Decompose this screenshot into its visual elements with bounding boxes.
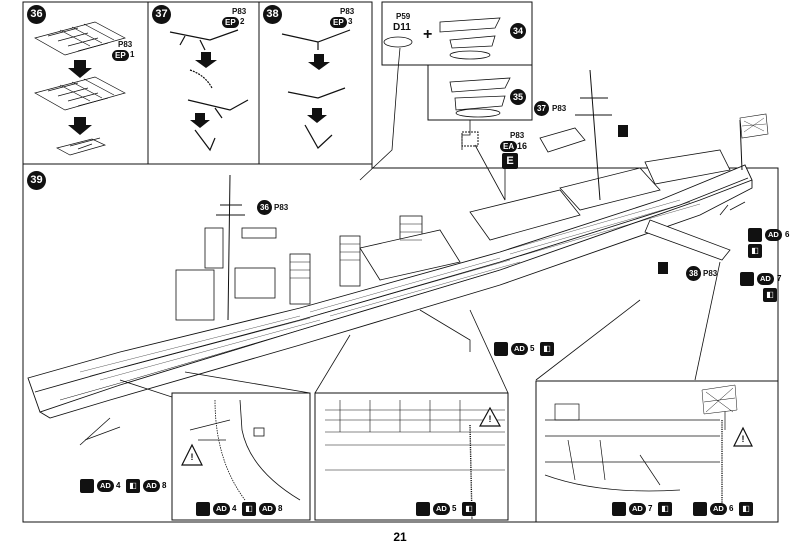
paint-det3a-ad: AD <box>629 503 646 515</box>
paint-bow1-ad2: AD <box>143 480 160 492</box>
seaplane-drawing <box>383 17 511 118</box>
step-39-number: 39 <box>27 171 46 190</box>
paint-bow1-tone: ◧ <box>126 479 140 493</box>
paint-bow2-num2: 8 <box>278 504 283 513</box>
paint-bow2-ad2: AD <box>259 503 276 515</box>
paint-hull-a-tone: ◧ <box>748 244 762 258</box>
warning-icon: ! <box>190 452 194 462</box>
plane-leaders <box>359 47 506 201</box>
paint-det3b-ad: AD <box>710 503 727 515</box>
paint-mid-ad: AD <box>511 343 528 355</box>
callout-36-ref: P83 <box>274 203 289 212</box>
ensign-flag <box>739 113 769 139</box>
step39-frame <box>22 163 779 523</box>
stack-bands <box>290 223 422 279</box>
callout-36-number: 36 <box>257 200 272 215</box>
warning-icon: ! <box>488 414 492 424</box>
paint-det3a-tone: ◧ <box>658 502 672 516</box>
plane-callout-34: 34 <box>510 23 526 39</box>
step36-qty: 1 <box>130 50 135 59</box>
paint-bow1-num2: 8 <box>162 481 167 490</box>
hull-fittings <box>419 201 746 352</box>
paint-bow2-ad: AD <box>213 503 230 515</box>
step38-page-ref: P83 <box>340 7 355 16</box>
step37-page-ref: P83 <box>232 7 247 16</box>
step37-arrows <box>190 52 217 128</box>
part-e-ea: EA <box>500 141 518 152</box>
detail2-hull <box>325 400 505 521</box>
crane-part <box>241 127 586 239</box>
paint-det3a-tag <box>612 502 626 516</box>
step38-qty: 3 <box>348 17 353 26</box>
paint-hull-a-num: 6 <box>785 230 790 239</box>
warning-icon: ! <box>741 434 745 444</box>
paint-hull-b-tag <box>740 272 754 286</box>
step-38-number: 38 <box>263 5 282 24</box>
plane-part-d11: D11 <box>393 22 411 33</box>
paint-hull-b-tone: ◧ <box>763 288 777 302</box>
step-37-number: 37 <box>152 5 171 24</box>
plane-page-ref: P59 <box>396 12 411 21</box>
step36-page-ref: P83 <box>118 40 133 49</box>
callout-38-number: 38 <box>686 266 701 281</box>
glue-icons <box>618 125 668 274</box>
plus-sign: + <box>423 26 433 43</box>
plane-callout-35: 35 <box>510 89 526 105</box>
part-e-letter: E <box>502 153 518 169</box>
paint-bow2-tone: ◧ <box>242 502 256 516</box>
paint-det2-tag <box>416 502 430 516</box>
paint-det2-tone: ◧ <box>462 502 476 516</box>
callout-37-number: 37 <box>534 101 549 116</box>
detail-boxes <box>171 380 779 523</box>
paint-det3b-num: 6 <box>729 504 734 513</box>
paint-mid-tone: ◧ <box>540 342 554 356</box>
part-e-page-ref: P83 <box>510 131 525 140</box>
paint-bow1-num: 4 <box>116 481 121 490</box>
step38-part-ep: EP <box>330 17 347 28</box>
detail1-bow <box>189 399 301 501</box>
paint-bow1-ad: AD <box>97 480 114 492</box>
plane-frame-sub <box>427 64 533 121</box>
paint-bow2-tag <box>196 502 210 516</box>
paint-mid-num: 5 <box>530 344 535 353</box>
ship-masts <box>216 69 743 321</box>
step38-frame <box>258 1 373 165</box>
paint-mid-tag <box>494 342 508 356</box>
paint-det3b-tag <box>693 502 707 516</box>
paint-det3b-tone: ◧ <box>739 502 753 516</box>
paint-det2-ad: AD <box>433 503 450 515</box>
step36-arrows <box>68 60 92 135</box>
step37-frame <box>147 1 260 165</box>
paint-det2-num: 5 <box>452 504 457 513</box>
step-36-number: 36 <box>27 5 46 24</box>
step37-parts <box>169 29 249 152</box>
paint-hull-a-tag <box>748 228 762 242</box>
step36-part-ep: EP <box>112 50 129 61</box>
paint-det3a-num: 7 <box>648 504 653 513</box>
detail3-stern <box>544 390 726 510</box>
step38-arrows <box>307 54 330 123</box>
paint-bow1-tag <box>80 479 94 493</box>
step37-qty: 2 <box>240 17 245 26</box>
warning-triangles <box>181 406 753 466</box>
detail3-flag <box>701 384 738 415</box>
step36-grid-parts <box>34 21 126 156</box>
ship-hull <box>27 164 753 419</box>
part-e-qty: 16 <box>517 141 528 151</box>
ship-superstructure <box>175 149 731 321</box>
paint-hull-a-ad: AD <box>765 229 782 241</box>
callout-38-ref: P83 <box>703 269 718 278</box>
step38-parts <box>281 29 351 149</box>
paint-hull-b-num: 7 <box>777 274 782 283</box>
page-number: 21 <box>393 530 407 544</box>
step37-part-ep: EP <box>222 17 239 28</box>
paint-bow2-num: 4 <box>232 504 237 513</box>
callout-37-ref: P83 <box>552 104 567 113</box>
part-e-marker <box>461 131 479 147</box>
paint-hull-b-ad: AD <box>757 273 774 285</box>
deck-planking <box>79 199 701 381</box>
